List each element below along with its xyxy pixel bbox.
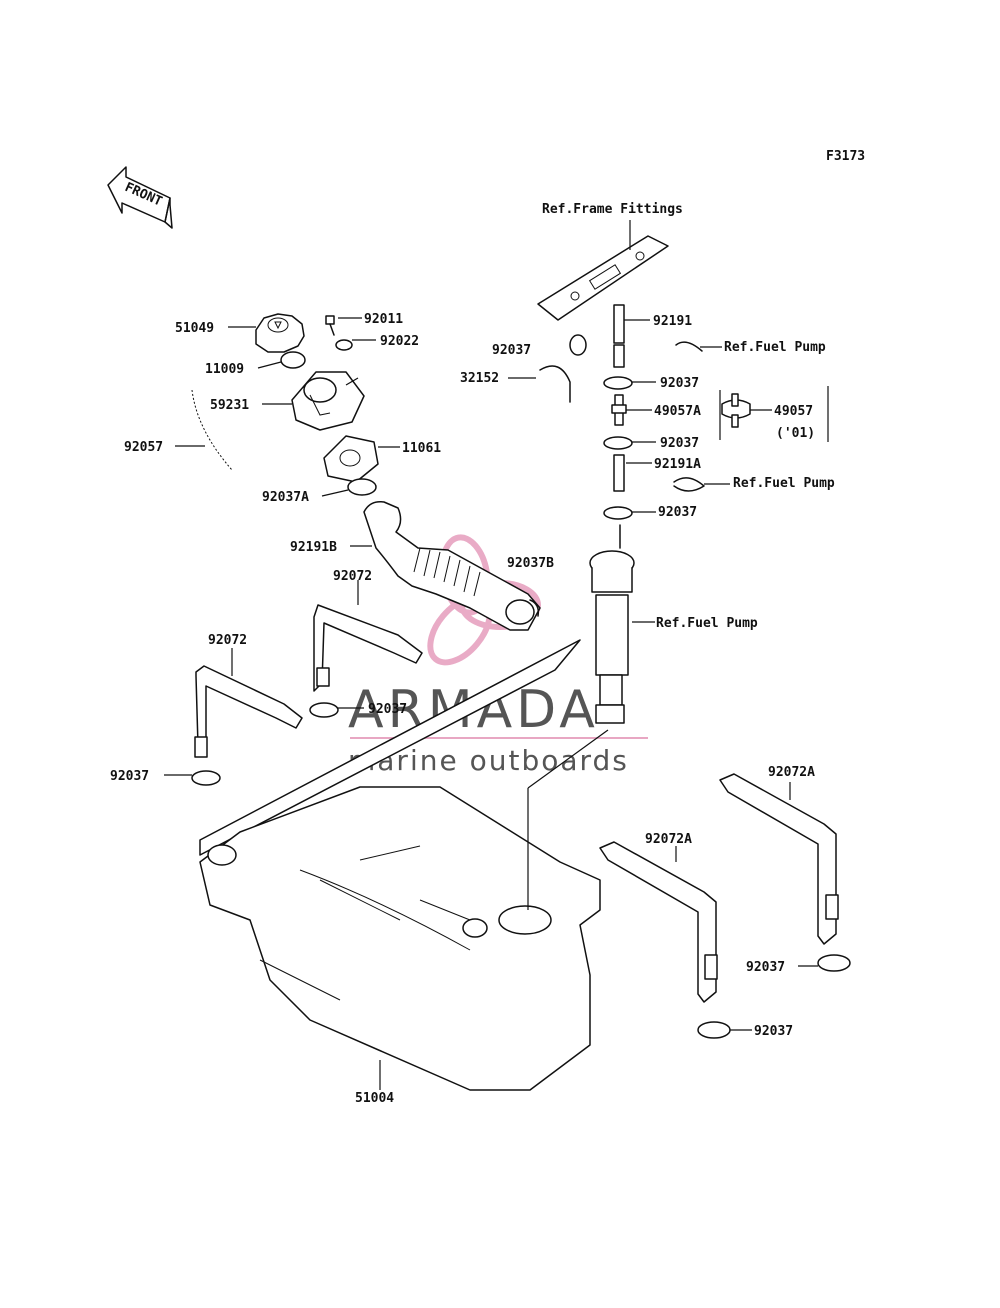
ref-clip-1-part [675, 341, 703, 352]
hose-92191a-part [613, 454, 625, 492]
clamp-r1-part [603, 376, 633, 390]
front-arrow-icon: FRONT [107, 166, 173, 229]
diagram-code: F3173 [826, 149, 865, 164]
label-92072-mid: 92072 [333, 569, 372, 584]
label-92037-top: 92037 [492, 343, 531, 358]
label-92037-strap-mid: 92037 [368, 702, 407, 717]
fuel-cap-part [255, 313, 305, 353]
label-32152: 32152 [460, 371, 499, 386]
check-valve-01-part [721, 393, 751, 428]
label-92191: 92191 [653, 314, 692, 329]
label-92022: 92022 [380, 334, 419, 349]
strap-left-part [194, 665, 303, 758]
bracket-32152-part [539, 365, 571, 403]
clip-top-part [569, 334, 587, 356]
label-ref-fuel-pump-1: Ref.Fuel Pump [724, 340, 826, 355]
label-92037-rb: 92037 [754, 1024, 793, 1039]
label-51049: 51049 [175, 321, 214, 336]
leader-lines [164, 220, 829, 1090]
label-59231: 59231 [210, 398, 249, 413]
bolt-part [325, 315, 335, 336]
gasket-ring-part [280, 351, 306, 369]
hose-clamp-b-part [529, 599, 540, 617]
label-92072a-b: 92072A [645, 832, 692, 847]
label-ref-fuel-pump-2: Ref.Fuel Pump [733, 476, 835, 491]
strap-clip-left-part [191, 770, 221, 786]
strap-right-b-part [599, 841, 718, 1003]
label-92072a-a: 92072A [768, 765, 815, 780]
label-49057: 49057 [774, 404, 813, 419]
label-ref-fuel-pump-3: Ref.Fuel Pump [656, 616, 758, 631]
strap-right-a-part [719, 773, 839, 945]
filler-hose-part [363, 500, 541, 631]
label-92037-ra: 92037 [746, 960, 785, 975]
label-11009: 11009 [205, 362, 244, 377]
filler-neck-part [291, 371, 365, 431]
mounting-plate-part [323, 435, 379, 483]
label-92057: 92057 [124, 440, 163, 455]
label-year-01: ('01) [776, 426, 815, 441]
fuel-tank-part [199, 639, 601, 1091]
frame-fittings-part [537, 235, 669, 321]
check-valve-a-part [611, 394, 627, 426]
strap-middle-part [313, 604, 423, 692]
label-92191a: 92191A [654, 457, 701, 472]
label-11061: 11061 [402, 441, 441, 456]
label-92037a: 92037A [262, 490, 309, 505]
label-92037-strap-left: 92037 [110, 769, 149, 784]
strap-clip-ra-part [817, 954, 851, 972]
label-ref-frame-fittings: Ref.Frame Fittings [542, 202, 683, 217]
strap-clip-mid-part [309, 702, 339, 718]
strap-clip-rb-part [697, 1021, 731, 1039]
label-92011: 92011 [364, 312, 403, 327]
label-92037-r1: 92037 [660, 376, 699, 391]
vent-hose-part [613, 304, 625, 368]
fuel-pump-part [589, 524, 635, 724]
ref-clip-2-part [673, 477, 705, 492]
label-49057a: 49057A [654, 404, 701, 419]
clamp-r3-part [603, 506, 633, 520]
label-92037b: 92037B [507, 556, 554, 571]
label-92037-r3: 92037 [658, 505, 697, 520]
label-92037-r2: 92037 [660, 436, 699, 451]
hose-clamp-a-part [347, 478, 377, 496]
label-92191b: 92191B [290, 540, 337, 555]
washer-part [335, 339, 353, 351]
label-92072-left: 92072 [208, 633, 247, 648]
label-51004: 51004 [355, 1091, 394, 1106]
tether-chain-part [191, 389, 233, 471]
clamp-r2-part [603, 436, 633, 450]
